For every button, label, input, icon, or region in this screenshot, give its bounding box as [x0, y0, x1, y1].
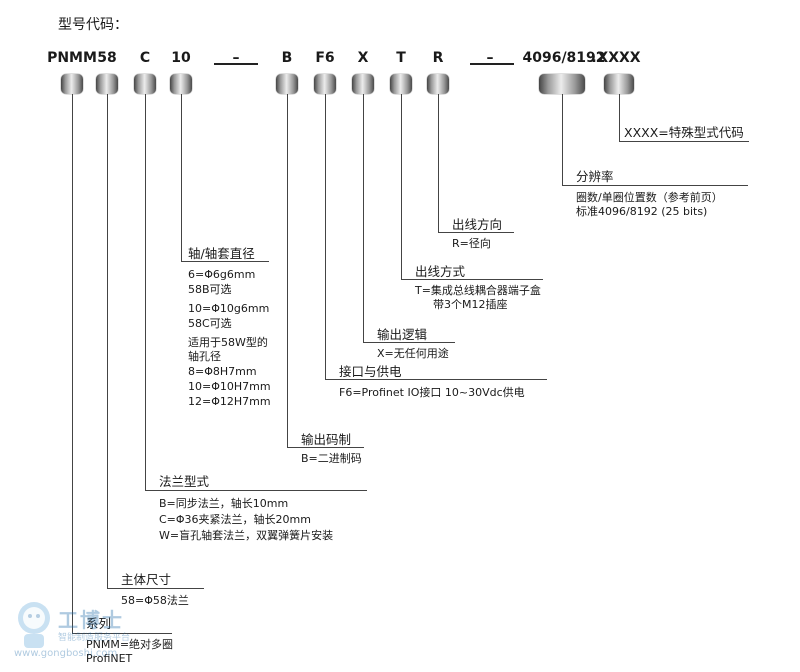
leader-flange [145, 94, 147, 491]
resolution-heading: 分辨率 [576, 169, 614, 184]
shaft-desc-9: 12=Φ12H7mm [188, 395, 271, 408]
outlet-mode-desc-2: 带3个M12插座 [433, 298, 508, 311]
code-interface: F6 [315, 50, 335, 66]
series-desc-2: ProfiNET [86, 652, 133, 665]
interface-heading: 接口与供电 [339, 364, 402, 379]
pill-series [61, 74, 83, 94]
outlet-mode-heading: 出线方式 [415, 264, 466, 279]
interface-desc: F6=Profinet IO接口 10~30Vdc供电 [339, 386, 525, 399]
pill-outlet-dir [427, 74, 449, 94]
shaft-desc-4: 58C可选 [188, 317, 232, 330]
special-heading: XXXX=特殊型式代码 [624, 125, 744, 140]
series-desc-1: PNMM=绝对多圈 [86, 638, 174, 651]
leader-flange-h [145, 490, 367, 492]
pill-flange [134, 74, 156, 94]
pill-body [96, 74, 118, 94]
code-special: XXXX [597, 50, 641, 66]
leader-body-h [107, 588, 204, 590]
leader-special-h [619, 141, 749, 143]
outlet-dir-heading: 出线方向 [452, 217, 503, 232]
watermark-title: 工博士 [58, 608, 124, 632]
code-separator: – [486, 50, 494, 66]
leader-logic-h [363, 342, 455, 344]
shaft-desc-2: 58B可选 [188, 283, 232, 296]
shaft-desc-8: 10=Φ10H7mm [188, 380, 271, 393]
watermark-url: www.gongboshi.com [14, 648, 118, 659]
shaft-desc-6: 轴孔径 [188, 350, 221, 363]
code-outlet-mode: T [396, 50, 406, 66]
shaft-heading: 轴/轴套直径 [188, 246, 255, 261]
body-desc: 58=Φ58法兰 [121, 594, 189, 607]
logic-desc: X=无任何用途 [377, 347, 449, 360]
separator-line [470, 63, 514, 65]
code-series: PNMM [47, 50, 97, 66]
code-separator: – [232, 50, 240, 66]
robot-mascot-icon [18, 602, 50, 648]
leader-resolution [562, 94, 564, 186]
watermark [10, 594, 200, 664]
logic-heading: 输出逻辑 [377, 327, 428, 342]
code-body: 58 [97, 50, 117, 66]
code-dot: . [591, 50, 597, 66]
leader-special [619, 94, 621, 142]
shaft-desc-7: 8=Φ8H7mm [188, 365, 257, 378]
leader-outlet-dir-h [438, 232, 514, 234]
shaft-desc-1: 6=Φ6g6mm [188, 268, 256, 281]
shaft-desc-3: 10=Φ10g6mm [188, 302, 270, 315]
leader-code-type [287, 94, 289, 448]
flange-heading: 法兰型式 [159, 474, 210, 489]
series-heading: 系列 [86, 616, 112, 631]
leader-series-h [72, 633, 172, 635]
pill-special [604, 74, 634, 94]
pill-resolution [539, 74, 585, 94]
page-title: 型号代码： [58, 17, 128, 33]
outlet-dir-desc: R=径向 [452, 237, 491, 250]
leader-outlet-mode [401, 94, 403, 280]
leader-shaft-h [181, 261, 269, 263]
leader-series [72, 94, 74, 634]
outlet-mode-desc-1: T=集成总线耦合器端子盒 [415, 284, 541, 297]
leader-body [107, 94, 109, 589]
code-code-type: B [281, 50, 293, 66]
code-logic: X [357, 50, 369, 66]
flange-desc-3: W=盲孔轴套法兰，双翼弹簧片安装 [159, 529, 334, 542]
code-shaft: 10 [171, 50, 191, 66]
code-type-heading: 输出码制 [301, 432, 352, 447]
flange-desc-1: B=同步法兰，轴长10mm [159, 497, 289, 510]
code-flange: C [139, 50, 151, 66]
leader-shaft [181, 94, 183, 262]
resolution-desc-2: 标准4096/8192 (25 bits) [576, 205, 708, 218]
shaft-desc-5: 适用于58W型的 [188, 336, 268, 349]
separator-line [214, 63, 258, 65]
resolution-desc-1: 圈数/单圈位置数（参考前页） [576, 191, 723, 204]
pill-interface [314, 74, 336, 94]
leader-code-type-h [287, 447, 364, 449]
code-outlet-dir: R [432, 50, 444, 66]
leader-logic [363, 94, 365, 343]
leader-interface [325, 94, 327, 380]
code-resolution: 4096/8192 [522, 50, 606, 66]
leader-interface-h [325, 379, 547, 381]
pill-code-type [276, 74, 298, 94]
pill-outlet-mode [390, 74, 412, 94]
flange-desc-2: C=Φ36夹紧法兰，轴长20mm [159, 513, 311, 526]
pill-shaft [170, 74, 192, 94]
leader-outlet-mode-h [401, 279, 543, 281]
leader-resolution-h [562, 185, 748, 187]
code-type-desc: B=二进制码 [301, 452, 362, 465]
pill-logic [352, 74, 374, 94]
watermark-subtitle: 智能制造服务平台 [58, 633, 131, 643]
leader-outlet-dir [438, 94, 440, 233]
body-heading: 主体尺寸 [121, 572, 172, 587]
